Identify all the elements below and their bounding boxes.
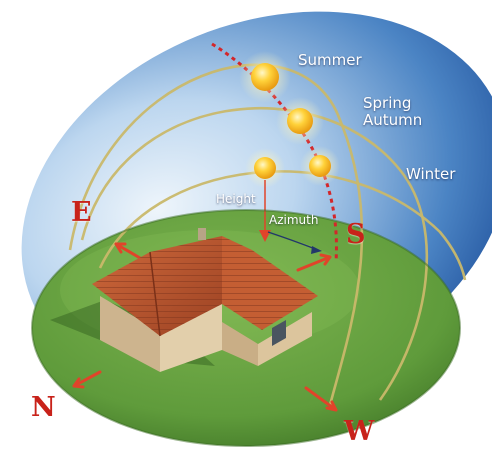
sun-winter-noon <box>300 146 340 186</box>
compass-east-label: E <box>71 197 92 228</box>
house-chimney <box>198 228 206 240</box>
sun-path-winter <box>98 170 467 281</box>
house-wall-side <box>160 304 222 372</box>
label-winter: Winter <box>406 165 456 183</box>
label-spring-autumn: Spring Autumn <box>363 94 423 129</box>
house-wall-front <box>100 296 160 372</box>
east-arrow-icon <box>114 242 142 260</box>
label-azimuth: Azimuth <box>269 213 319 227</box>
compass-west-label: W <box>344 416 375 447</box>
compass-south-label: S <box>346 219 366 250</box>
sun-path-summer <box>68 63 364 406</box>
house-roof-main-tiles <box>92 236 222 336</box>
compass-north-label: N <box>31 392 56 423</box>
house-wall-wing-side <box>258 312 312 366</box>
ground-rim <box>31 209 461 447</box>
house <box>92 228 318 372</box>
sun-summer <box>239 51 291 103</box>
sun-winter-morning <box>245 148 285 188</box>
height-arrow-icon <box>259 230 271 242</box>
north-arrow-icon <box>72 370 102 389</box>
azimuth-arrow-icon <box>311 246 322 254</box>
label-height: Height <box>216 192 256 206</box>
house-roof-ridge <box>149 251 161 337</box>
south-arrow-icon <box>296 253 332 272</box>
house-wall-wing <box>222 322 258 366</box>
house-window-2 <box>272 320 286 346</box>
west-arrow-icon <box>304 386 338 412</box>
sun-spring-autumn <box>276 97 324 145</box>
house-roof-wing-tiles <box>222 236 318 330</box>
label-summer: Summer <box>298 51 362 69</box>
sun-path-spring-autumn <box>80 106 429 401</box>
